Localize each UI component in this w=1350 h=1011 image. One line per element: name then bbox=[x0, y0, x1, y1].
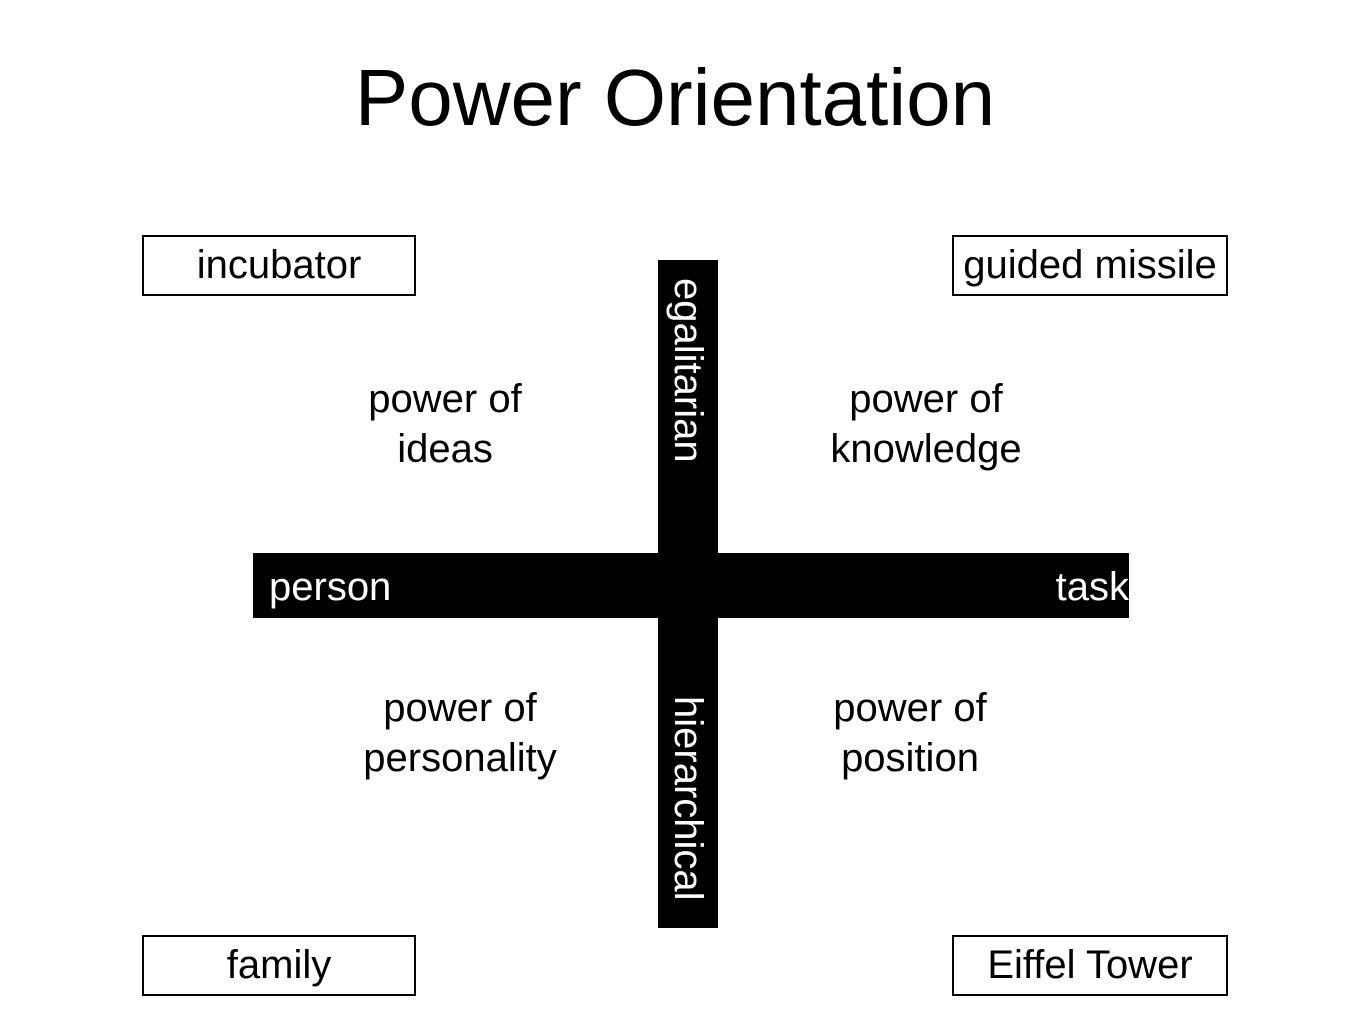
corner-label-guided-missile: guided missile bbox=[963, 243, 1217, 287]
quadrant-text-personality: power of personality bbox=[310, 683, 610, 783]
quadrant-line: power of bbox=[849, 377, 1003, 421]
quadrant-line: knowledge bbox=[830, 427, 1022, 471]
diagram-title: Power Orientation bbox=[354, 53, 996, 142]
corner-label-family: family bbox=[226, 943, 332, 987]
corner-box-eiffel-tower: Eiffel Tower bbox=[952, 935, 1228, 996]
corner-box-guided-missile: guided missile bbox=[952, 235, 1228, 296]
corner-box-family: family bbox=[142, 935, 416, 996]
axis-label-hierarchical: hierarchical bbox=[666, 696, 710, 901]
axis-label-task: task bbox=[1055, 565, 1129, 609]
corner-label-eiffel-tower: Eiffel Tower bbox=[987, 943, 1193, 987]
quadrant-text-position: power of position bbox=[760, 683, 1060, 783]
quadrant-line: power of bbox=[833, 686, 987, 730]
quadrant-line: power of bbox=[368, 377, 522, 421]
axis-label-egalitarian: egalitarian bbox=[666, 278, 710, 463]
quadrant-line: power of bbox=[383, 686, 537, 730]
quadrant-line: position bbox=[841, 736, 979, 780]
quadrant-text-ideas: power of ideas bbox=[295, 374, 595, 474]
quadrant-text-knowledge: power of knowledge bbox=[776, 374, 1076, 474]
corner-label-incubator: incubator bbox=[196, 243, 362, 287]
horizontal-axis-bar bbox=[253, 553, 1129, 618]
axis-label-person: person bbox=[269, 565, 392, 609]
quadrant-line: ideas bbox=[397, 427, 493, 471]
corner-box-incubator: incubator bbox=[142, 235, 416, 296]
quadrant-line: personality bbox=[363, 736, 557, 780]
